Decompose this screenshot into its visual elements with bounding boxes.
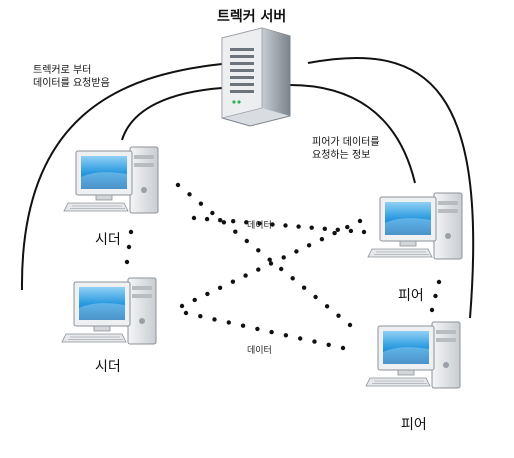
dot xyxy=(267,257,272,262)
data-label-top: 데이터 xyxy=(247,221,272,231)
peer-request-note: 피어가 데이터를 요청하는 정보 xyxy=(312,136,380,162)
peer-2-label: 피어 xyxy=(401,417,427,433)
dot xyxy=(357,218,363,224)
link-tracker-seeder-outer xyxy=(20,63,223,291)
dot xyxy=(269,329,274,335)
tracker-server-label: 트렉커 서버 xyxy=(217,9,287,25)
dot xyxy=(436,279,442,285)
dot xyxy=(230,279,236,284)
dot xyxy=(283,333,289,338)
dot xyxy=(294,249,299,254)
dot xyxy=(210,210,215,216)
dot xyxy=(433,293,438,299)
dot xyxy=(187,192,192,197)
dot xyxy=(348,228,354,234)
seeder-request-note-line1: 트렉커로 부터 xyxy=(33,65,92,76)
dot xyxy=(198,314,203,319)
dot xyxy=(179,303,185,309)
dot xyxy=(309,225,314,230)
peer-request-note-line2: 요청하는 정보 xyxy=(312,150,371,161)
dot xyxy=(244,220,249,225)
peer-computer-2-icon xyxy=(365,321,461,389)
tracker-links xyxy=(20,56,475,319)
dot xyxy=(240,323,246,328)
dot xyxy=(335,227,340,232)
dot xyxy=(281,255,286,260)
dotted-link-seeder1-peer2 xyxy=(175,182,353,328)
dot xyxy=(212,317,217,322)
dotted-link-peer-pair xyxy=(429,279,442,313)
dot xyxy=(279,266,284,272)
dot xyxy=(313,294,318,300)
dot xyxy=(243,273,248,278)
dot xyxy=(312,339,317,344)
dot xyxy=(429,307,435,313)
dot xyxy=(183,310,189,316)
dot xyxy=(257,221,262,226)
dot xyxy=(255,326,260,332)
dotted-link-seeder1-peer1 xyxy=(191,215,367,235)
dot xyxy=(124,259,130,265)
dotted-link-seeder-pair xyxy=(124,229,134,265)
dot xyxy=(244,238,249,244)
dot xyxy=(198,201,204,206)
tracker-server-icon xyxy=(221,27,291,127)
link-tracker-peer-inner xyxy=(289,84,416,184)
dot xyxy=(126,244,132,250)
dot xyxy=(128,229,134,235)
dot xyxy=(205,291,210,297)
dot xyxy=(226,320,231,325)
dot xyxy=(296,224,301,229)
dot xyxy=(332,230,337,236)
dot xyxy=(361,229,367,235)
dot xyxy=(324,304,330,309)
seeder-computer-2-icon xyxy=(61,277,157,345)
dot xyxy=(298,336,303,341)
seeder-request-note: 트렉커로 부터 데이터를 요청받음 xyxy=(33,64,110,90)
dot xyxy=(301,285,307,290)
dot xyxy=(290,276,295,281)
dot xyxy=(192,297,197,303)
seeder-computer-1-icon xyxy=(63,146,159,214)
dot xyxy=(326,342,331,347)
peer-request-note-line1: 피어가 데이터를 xyxy=(312,137,380,148)
dot xyxy=(204,216,210,222)
dot xyxy=(347,322,353,328)
dot xyxy=(268,261,274,266)
dot xyxy=(345,224,350,230)
dotted-link-seeder2-peer1 xyxy=(179,218,363,309)
dot xyxy=(336,313,341,318)
dot xyxy=(256,248,261,253)
dot xyxy=(218,218,223,223)
dot xyxy=(270,222,275,227)
seeder-request-note-line2: 데이터를 요청받음 xyxy=(33,78,110,89)
dot xyxy=(175,182,181,188)
seeder-2-label: 시더 xyxy=(95,359,121,375)
link-tracker-seeder-inner xyxy=(121,87,223,141)
dot xyxy=(231,219,236,224)
dot xyxy=(319,237,325,242)
dot xyxy=(256,267,261,272)
dot xyxy=(233,229,238,234)
dot xyxy=(283,223,288,228)
dot xyxy=(306,243,312,248)
peer-1-label: 피어 xyxy=(398,288,424,304)
seeder-1-label: 시더 xyxy=(95,232,121,248)
link-tracker-peer-outer xyxy=(307,56,475,319)
dot xyxy=(221,220,227,225)
dotted-link-seeder2-peer2 xyxy=(183,310,346,351)
data-label-bottom: 데이터 xyxy=(247,346,272,356)
peer-computer-1-icon xyxy=(367,192,463,260)
dot xyxy=(340,345,346,351)
dot xyxy=(191,215,197,221)
dot xyxy=(322,226,327,231)
data-transfer-links xyxy=(124,182,442,351)
dot xyxy=(217,285,223,290)
